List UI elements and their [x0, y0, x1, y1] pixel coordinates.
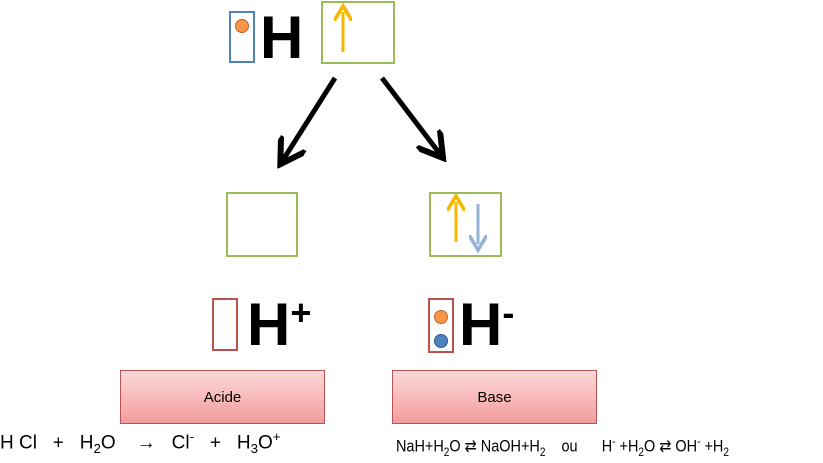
- electron-box-acid: [212, 298, 238, 351]
- base-equation: NaH+H2O ⇄ NaOH+H2 ou H- +H2O ⇄ OH- +H2: [396, 434, 730, 460]
- proton-symbol: H+: [247, 295, 311, 355]
- proton-h: H: [247, 291, 291, 358]
- proton-charge: +: [290, 292, 312, 333]
- electron-dot-2: [434, 334, 448, 348]
- hydride-symbol: H-: [459, 295, 514, 355]
- hydride-charge: -: [502, 292, 515, 333]
- arrow-to-base: [380, 76, 440, 154]
- acid-label-box: Acide: [120, 370, 325, 424]
- acid-equation: H Cl + H2O → Cl- + H3O+: [0, 429, 281, 457]
- base-label-box: Base: [392, 370, 597, 424]
- orbital-box-acid: [226, 192, 298, 257]
- acid-label: Acide: [203, 388, 242, 406]
- hydrogen-symbol: H: [260, 4, 304, 71]
- orbital-box-top: [321, 1, 395, 64]
- orbital-box-base: [429, 192, 502, 257]
- arrow-to-acid: [283, 76, 338, 160]
- base-label: Base: [477, 388, 512, 406]
- hydride-h: H: [459, 291, 503, 358]
- electron-box-top: [229, 11, 255, 63]
- electron-box-base: [428, 298, 454, 353]
- electron-dot: [235, 19, 249, 33]
- electron-dot: [434, 310, 448, 324]
